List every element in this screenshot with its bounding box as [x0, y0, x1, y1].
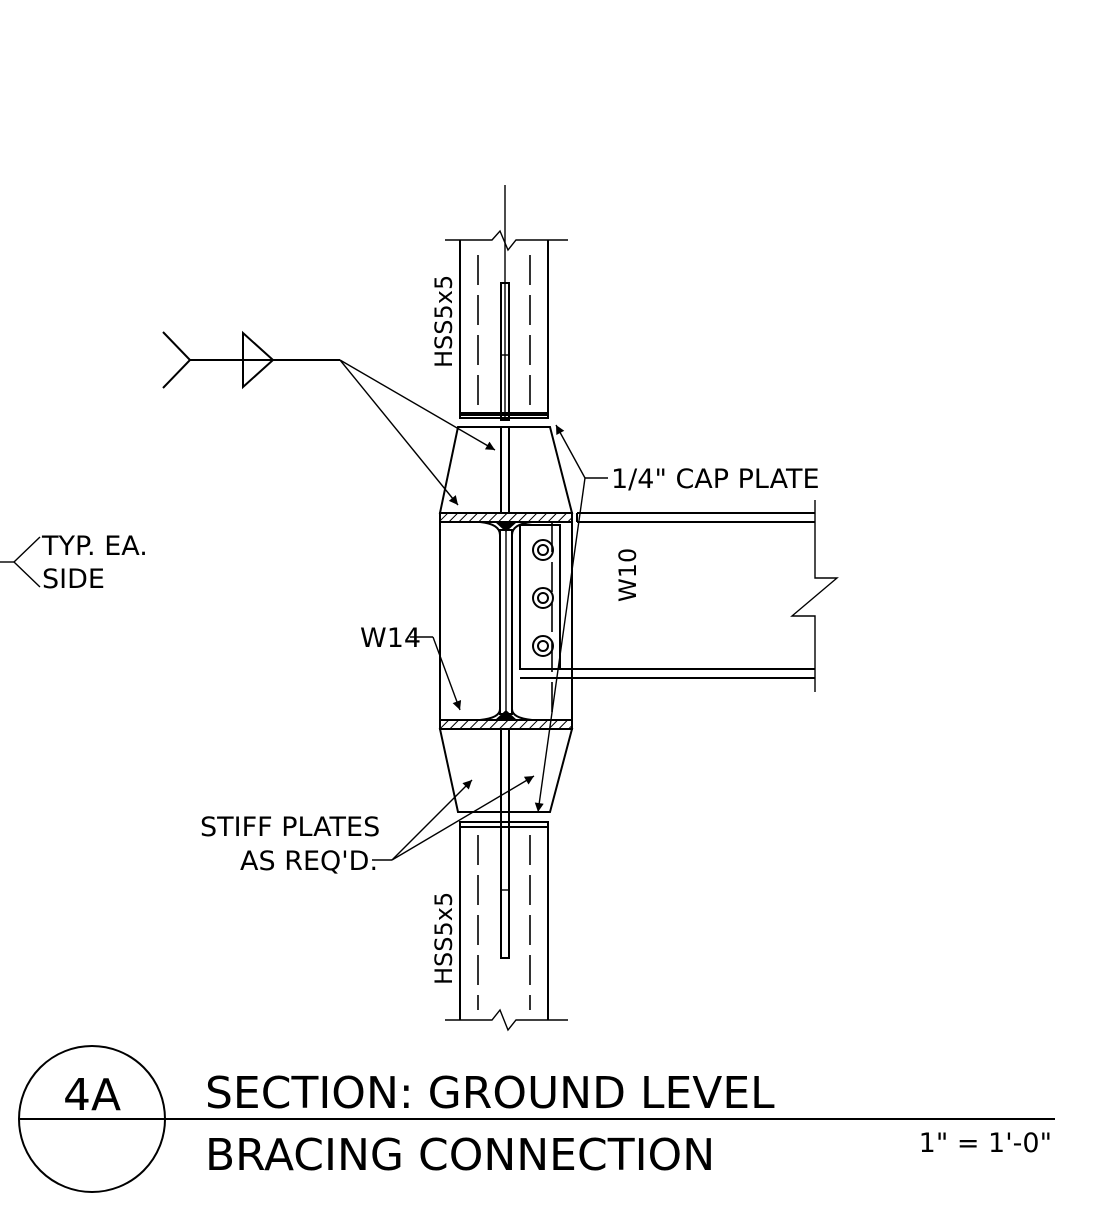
bottom-stiffener-plates	[438, 728, 574, 813]
cap-plate-leader	[534, 424, 608, 813]
scale-label: 1" = 1'-0"	[919, 1128, 1052, 1159]
label-typ-line1: TYP. EA.	[41, 531, 148, 562]
label-w14: W14	[360, 623, 421, 654]
label-stiff-line1: STIFF PLATES	[200, 812, 380, 843]
w14-leader	[410, 636, 462, 711]
label-w10: W10	[614, 548, 642, 602]
label-typ-line2: SIDE	[42, 564, 105, 595]
w10-beam	[520, 500, 839, 692]
w14-section	[439, 512, 573, 730]
top-hss-column	[445, 185, 568, 421]
detail-number: 4A	[63, 1070, 121, 1121]
typ-ea-side-tail	[0, 536, 41, 588]
title-block: 4A SECTION: GROUND LEVEL BRACING CONNECT…	[18, 1045, 1055, 1193]
weld-symbol	[162, 330, 496, 506]
label-stiff-line2: AS REQ'D.	[240, 846, 378, 877]
bolt-bottom	[532, 635, 554, 657]
label-column-top: HSS5x5	[430, 275, 458, 368]
bottom-hss-column	[445, 811, 568, 1032]
title-line2: BRACING CONNECTION	[205, 1130, 715, 1181]
bolt-top	[532, 539, 554, 561]
bolt-group	[532, 539, 554, 657]
stiff-plates-leader	[372, 775, 535, 861]
top-stiffener-plates	[438, 426, 574, 514]
bolt-middle	[532, 587, 554, 609]
label-column-bottom: HSS5x5	[430, 892, 458, 985]
title-line1: SECTION: GROUND LEVEL	[205, 1068, 775, 1119]
label-cap-plate: 1/4" CAP PLATE	[611, 464, 820, 495]
